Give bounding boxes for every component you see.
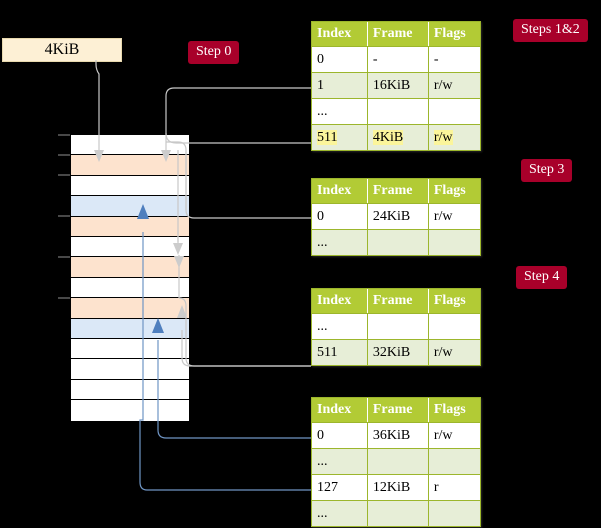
cell-index: ... — [312, 229, 368, 255]
memory-frame-row — [71, 338, 189, 360]
memory-frame-row — [71, 257, 189, 278]
cell-frame — [367, 448, 429, 475]
column-header-flags: Flags — [428, 179, 480, 204]
wire-step-3 — [166, 141, 311, 255]
cell-frame — [367, 229, 429, 255]
cell-index: 511 — [312, 124, 368, 150]
table-row: ... — [312, 313, 480, 340]
cell-index: ... — [312, 98, 368, 125]
wire-memory-up-gray — [177, 305, 311, 367]
column-header-index: Index — [312, 22, 368, 47]
table-row: ... — [312, 500, 480, 526]
memory-frame-row — [71, 400, 189, 421]
memory-frame-row — [71, 359, 189, 380]
highlighted-value: 511 — [317, 129, 338, 145]
highlighted-value: r/w — [433, 129, 453, 145]
cell-flags: r — [428, 474, 480, 501]
cell-flags — [428, 229, 480, 255]
memory-frame-row — [71, 277, 189, 299]
cell-index: ... — [312, 313, 368, 340]
wire-step-0 — [94, 60, 104, 162]
table-row: 511 4KiB r/w — [312, 124, 480, 150]
cell-flags — [428, 448, 480, 475]
cell-flags — [428, 313, 480, 340]
memory-tick-marks — [58, 134, 70, 299]
cell-frame — [367, 500, 429, 526]
column-header-flags: Flags — [428, 22, 480, 47]
cell-frame: 4KiB — [367, 124, 429, 150]
highlighted-value: 4KiB — [372, 129, 404, 145]
badge-step-4: Step 4 — [516, 266, 568, 289]
cell-flags: r/w — [428, 72, 480, 99]
memory-frame-row — [71, 298, 189, 319]
table-row: ... — [312, 229, 480, 255]
memory-frame-row — [71, 155, 189, 176]
cell-index: ... — [312, 500, 368, 526]
cell-frame: 16KiB — [367, 72, 429, 99]
memory-frame-row — [71, 216, 189, 237]
memory-frame-row — [71, 379, 189, 401]
column-header-flags: Flags — [428, 398, 480, 423]
cell-index: 0 — [312, 46, 368, 73]
virtual-address-box: 4KiB — [2, 38, 122, 62]
badge-steps-1-2: Steps 1&2 — [513, 19, 588, 42]
cell-index: ... — [312, 448, 368, 475]
memory-frame-row — [71, 196, 189, 217]
cell-frame: 32KiB — [367, 339, 429, 365]
cell-flags: - — [428, 46, 480, 73]
cell-frame: 12KiB — [367, 474, 429, 501]
cell-frame: - — [367, 46, 429, 73]
table-row: ... — [312, 98, 480, 125]
cell-flags: r/w — [428, 203, 480, 230]
memory-frame-row — [71, 236, 189, 258]
wire-step-4-frame0 — [152, 318, 311, 439]
column-header-frame: Frame — [367, 398, 429, 423]
physical-memory-column — [70, 134, 190, 422]
virtual-address-label: 4KiB — [44, 41, 80, 58]
cell-index: 0 — [312, 203, 368, 230]
table-row: ... — [312, 448, 480, 475]
column-header-index: Index — [312, 398, 368, 423]
cell-frame — [367, 98, 429, 125]
column-header-index: Index — [312, 289, 368, 314]
cell-flags: r/w — [428, 422, 480, 449]
cell-flags: r/w — [428, 124, 480, 150]
cell-flags: r/w — [428, 339, 480, 365]
wire-step-4-frame127 — [137, 204, 311, 491]
cell-index: 0 — [312, 422, 368, 449]
column-header-frame: Frame — [367, 179, 429, 204]
cell-frame: 24KiB — [367, 203, 429, 230]
badge-label: Step 4 — [524, 269, 560, 284]
cell-frame — [367, 313, 429, 340]
cell-flags — [428, 500, 480, 526]
cell-frame: 36KiB — [367, 422, 429, 449]
badge-step-3: Step 3 — [521, 159, 573, 182]
badge-step-0: Step 0 — [188, 41, 240, 64]
badge-label: Step 3 — [529, 162, 565, 177]
column-header-index: Index — [312, 179, 368, 204]
table-row: 0-- — [312, 46, 480, 73]
cell-index: 511 — [312, 339, 368, 365]
cell-flags — [428, 98, 480, 125]
cell-index: 1 — [312, 72, 368, 99]
column-header-frame: Frame — [367, 289, 429, 314]
badge-label: Steps 1&2 — [521, 22, 580, 37]
wire-steps-1-2 — [161, 87, 311, 162]
memory-frame-row — [71, 175, 189, 197]
wire-step-3b — [174, 255, 311, 367]
cell-index: 127 — [312, 474, 368, 501]
column-header-frame: Frame — [367, 22, 429, 47]
badge-label: Step 0 — [196, 44, 232, 59]
column-header-flags: Flags — [428, 289, 480, 314]
